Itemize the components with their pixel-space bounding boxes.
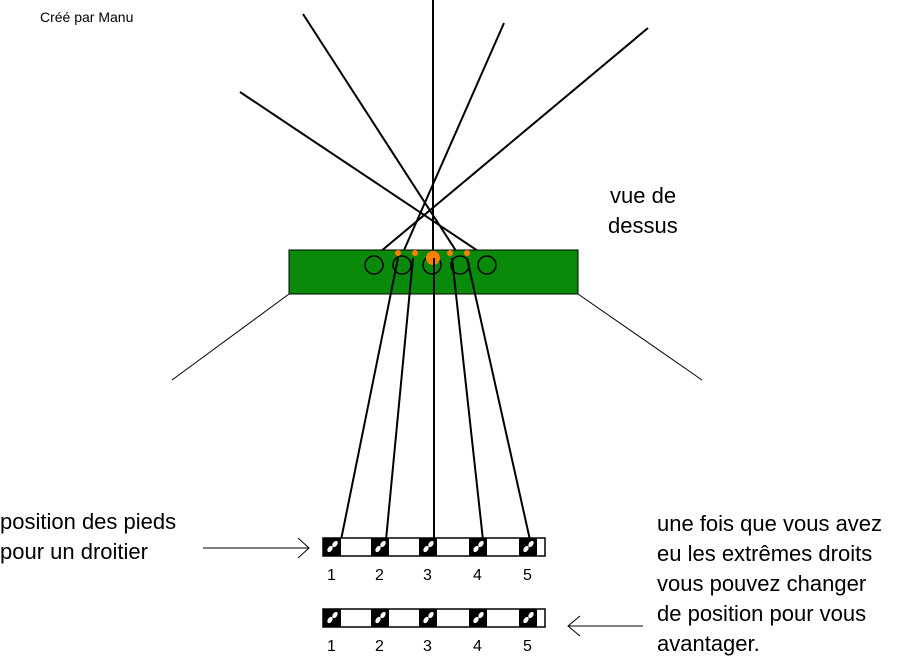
- left-note-line2: pour un droitier: [0, 539, 148, 564]
- footprint-icon: [423, 611, 434, 624]
- view-label-line2: dessus: [608, 213, 678, 238]
- right-note-line2: eu les extrêmes droits: [657, 541, 872, 566]
- table-edge-left: [171, 293, 290, 381]
- right-note-line1: une fois que vous avez: [657, 511, 882, 536]
- aim-lines: [239, 0, 649, 258]
- aim-line-d: [373, 27, 649, 258]
- footprint-icon: [423, 540, 434, 553]
- foot-lines: [340, 257, 531, 541]
- target-circle-2: [392, 255, 412, 275]
- position-label-2-3: 3: [423, 638, 432, 655]
- aim-line-b: [239, 91, 488, 258]
- footprint-icon: [375, 611, 386, 624]
- orange-marker-small-1: [395, 250, 401, 256]
- foot-strip-1-labels: 1 2 3 4 5: [327, 567, 532, 584]
- footprint-icon: [327, 611, 338, 624]
- arrow-right-icon: [203, 537, 310, 559]
- position-label-2-4: 4: [473, 638, 482, 655]
- footprint-icon: [523, 540, 534, 553]
- target-circle-1: [364, 255, 384, 275]
- right-note-line3: vous pouvez changer: [657, 571, 866, 596]
- left-note-line1: position des pieds: [0, 509, 176, 534]
- credit-text: Créé par Manu: [40, 9, 133, 25]
- foot-line-2: [385, 257, 414, 541]
- view-label-line1: vue de: [610, 183, 676, 208]
- orange-marker-small-3: [447, 250, 453, 256]
- table-edges: [171, 293, 703, 381]
- position-label-1-4: 4: [473, 567, 482, 584]
- table-edge-right: [577, 293, 703, 381]
- aim-line-a: [302, 13, 461, 258]
- position-label-1-1: 1: [327, 567, 336, 584]
- arrow-left-icon: [567, 615, 643, 637]
- footprint-icon: [327, 540, 338, 553]
- orange-marker-small-4: [464, 250, 470, 256]
- position-label-1-3: 3: [423, 567, 432, 584]
- foot-strip-1: [322, 537, 546, 557]
- right-note-line5: avantager.: [657, 631, 760, 656]
- aim-line-c: [400, 22, 505, 258]
- position-label-2-2: 2: [375, 638, 384, 655]
- footprint-icon: [473, 611, 484, 624]
- footprint-icon: [473, 540, 484, 553]
- foot-line-5: [466, 257, 531, 541]
- position-label-2-5: 5: [523, 638, 532, 655]
- target-circle-5: [477, 255, 497, 275]
- orange-marker-small-2: [412, 250, 418, 256]
- footprint-icon: [523, 611, 534, 624]
- position-label-2-1: 1: [327, 638, 336, 655]
- foot-strip-2-labels: 1 2 3 4 5: [327, 638, 532, 655]
- foot-strip-2: [322, 608, 546, 628]
- position-label-1-5: 5: [523, 567, 532, 584]
- foot-line-4: [451, 257, 484, 541]
- footprint-icon: [375, 540, 386, 553]
- foot-line-1: [340, 257, 399, 541]
- right-note-line4: de position pour vous: [657, 601, 866, 626]
- position-label-1-2: 2: [375, 567, 384, 584]
